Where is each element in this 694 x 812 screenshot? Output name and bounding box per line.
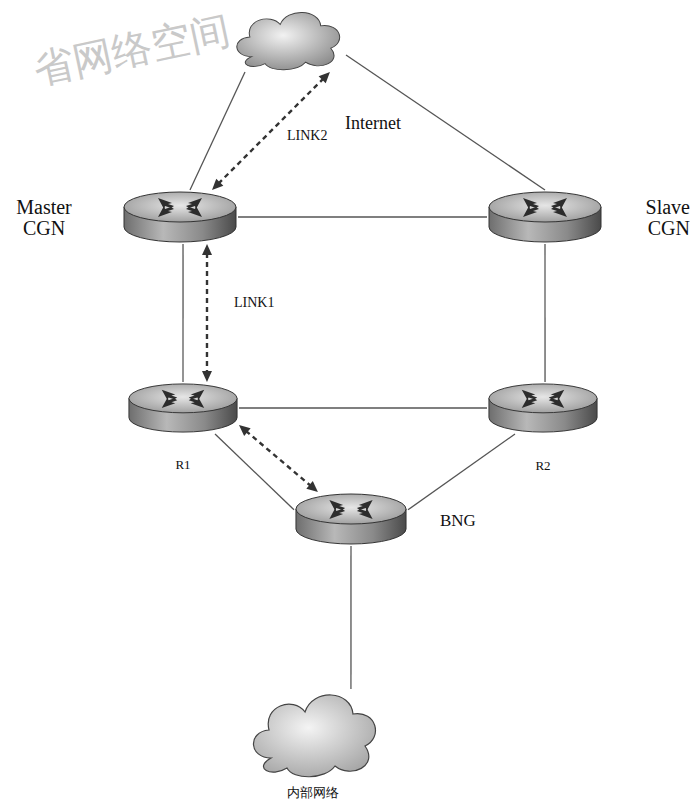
node-label: BNG xyxy=(440,512,476,530)
router-arrow xyxy=(551,198,567,209)
router-node: Slave CGN xyxy=(487,190,603,244)
node-label: 内部网络 xyxy=(243,786,383,800)
cloud-shape xyxy=(243,680,383,780)
router-arrow xyxy=(551,206,567,217)
link-label: LINK1 xyxy=(232,295,276,311)
node-label: Master CGN xyxy=(8,197,80,239)
router-arrow xyxy=(158,198,174,209)
router-arrow xyxy=(189,397,204,408)
router-arrow xyxy=(162,397,177,408)
connector-line xyxy=(246,431,311,486)
router-shape xyxy=(294,492,408,546)
router-arrow xyxy=(357,508,373,519)
connector-line xyxy=(408,434,515,510)
connector-line xyxy=(239,407,487,408)
node-label: Slave CGN xyxy=(628,197,690,239)
router-node: Master CGN xyxy=(122,190,238,244)
watermark: 省网络空间 xyxy=(28,2,235,97)
connector-line xyxy=(190,72,245,190)
wire-connector xyxy=(190,72,245,190)
router-top xyxy=(129,384,237,413)
router-arrow xyxy=(549,390,564,401)
router-arrow xyxy=(329,500,345,511)
router-arrow xyxy=(549,397,564,408)
wire-connector xyxy=(183,244,184,382)
router-top xyxy=(296,494,406,524)
connector-line xyxy=(346,55,545,190)
connector-line xyxy=(350,546,351,689)
wire-connector xyxy=(238,217,487,218)
router-top xyxy=(489,384,597,413)
router-node: BNG xyxy=(294,492,408,546)
router-arrow xyxy=(162,390,177,401)
wire-connector xyxy=(215,434,294,510)
router-top xyxy=(489,192,601,222)
wire-connector xyxy=(239,408,487,409)
cloud-outline xyxy=(237,12,340,69)
internet-cloud: Internet xyxy=(228,2,346,72)
node-label: R2 xyxy=(487,459,599,473)
router-arrow xyxy=(357,500,373,511)
router-arrow xyxy=(189,390,204,401)
router-arrow xyxy=(522,390,537,401)
router-shape xyxy=(487,190,603,244)
node-label: Internet xyxy=(345,114,401,133)
router-top xyxy=(124,192,236,222)
wire-connector xyxy=(545,244,546,382)
connector-line xyxy=(544,244,545,382)
connector-line xyxy=(206,253,208,373)
node-label: R1 xyxy=(127,458,239,472)
connector-line xyxy=(182,244,183,382)
wire-connector xyxy=(346,55,545,190)
router-arrow xyxy=(158,206,174,217)
router-shape xyxy=(122,190,238,244)
connector-line xyxy=(215,434,294,510)
router-arrow xyxy=(186,198,202,209)
router-arrow xyxy=(523,206,539,217)
router-shape xyxy=(127,382,239,434)
link-connector xyxy=(212,72,330,190)
router-arrow xyxy=(329,508,345,519)
wire-connector xyxy=(350,546,351,689)
router-arrow xyxy=(522,397,537,408)
connector-line xyxy=(238,216,487,217)
router-node: R2 xyxy=(487,382,599,434)
router-arrow xyxy=(186,206,202,217)
router-shape xyxy=(487,382,599,434)
cloud-shape xyxy=(228,2,346,72)
wire-connector xyxy=(408,434,515,510)
cloud-outline xyxy=(253,695,375,777)
link-connector xyxy=(239,425,318,492)
router-arrow xyxy=(523,198,539,209)
router-node: R1 xyxy=(127,382,239,434)
link-connector xyxy=(202,244,212,382)
arrow-head xyxy=(306,481,318,492)
lan-cloud: 内部网络 xyxy=(243,680,383,780)
link-label: LINK2 xyxy=(285,128,329,144)
